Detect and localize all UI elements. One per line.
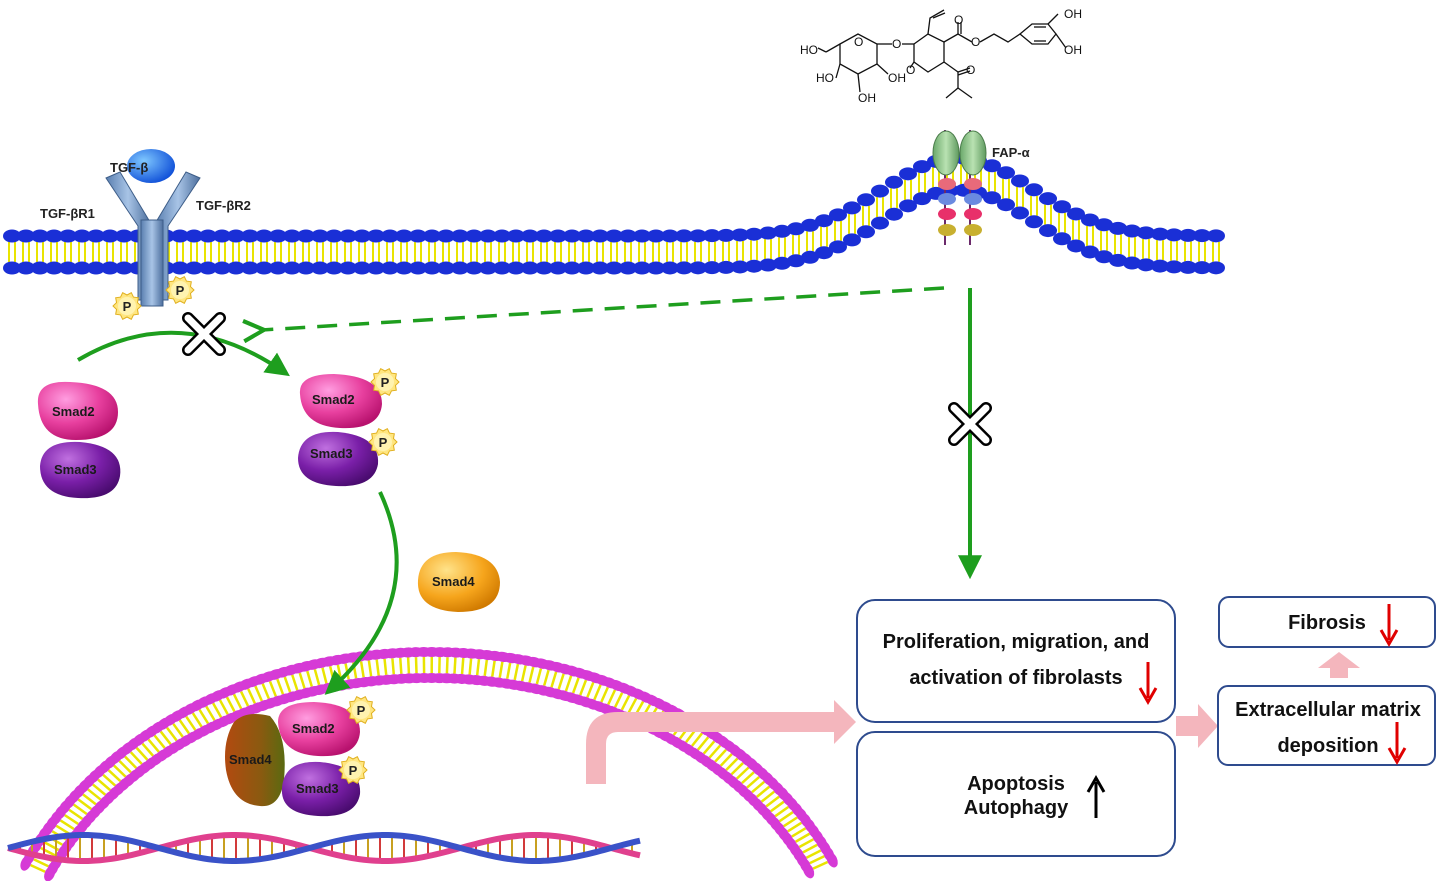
fibrosis-text: Fibrosis [1288, 612, 1366, 634]
compound-label: O [966, 63, 975, 77]
compound-label: O [906, 63, 915, 77]
phosphate-icon: P [166, 277, 194, 304]
compound-label: O [954, 13, 963, 27]
compound-structure [818, 10, 1066, 98]
phosphate-label: P [379, 435, 388, 450]
fap-alpha-label: FAP-α [992, 145, 1030, 160]
phosphate-label: P [123, 299, 132, 314]
smad3-label: Smad3 [54, 462, 97, 477]
autophagy-text: Autophagy [964, 797, 1069, 819]
cell-membrane [3, 152, 1225, 275]
compound-label: OH [1064, 43, 1082, 57]
smad2-label: Smad2 [292, 721, 335, 736]
proliferation-text-line1: Proliferation, migration, and [883, 631, 1150, 653]
inhibition-dashed-arrow [262, 288, 944, 330]
compound-label: O [971, 35, 980, 49]
tgf-beta-label: TGF-β [110, 160, 148, 175]
smad3-label: Smad3 [310, 446, 353, 461]
phosphate-label: P [357, 703, 366, 718]
phosphate-label: P [381, 375, 390, 390]
proliferation-box [857, 600, 1175, 722]
flow-arrow [1318, 652, 1360, 678]
smad2-label: Smad2 [312, 392, 355, 407]
tgf-beta-r1-label: TGF-βR1 [40, 206, 95, 221]
smad4-label: Smad4 [432, 574, 475, 589]
compound-label: OH [888, 71, 906, 85]
smad4-label: Smad4 [229, 752, 272, 767]
phosphate-icon: P [113, 293, 141, 320]
phosphorylation-arrow [78, 333, 284, 372]
phosphate-label: P [176, 283, 185, 298]
compound-labels: OH OH HO O O O O O HO OH OH O [800, 7, 1082, 105]
ecm-text-line2: deposition [1277, 735, 1378, 757]
compound-label: HO [816, 71, 834, 85]
dna-helix [8, 835, 640, 861]
compound-label: O [854, 35, 863, 49]
smad2-label: Smad2 [52, 404, 95, 419]
compound-label: O [892, 37, 901, 51]
proliferation-text-line2: activation of fibrolasts [909, 667, 1122, 689]
tgf-beta-r2-label: TGF-βR2 [196, 198, 251, 213]
compound-label: HO [800, 43, 818, 57]
apoptosis-text: Apoptosis [967, 773, 1065, 795]
phosphate-label: P [349, 763, 358, 778]
flow-arrow [1176, 704, 1218, 748]
compound-label: OH [1064, 7, 1082, 21]
ecm-text-line1: Extracellular matrix [1235, 699, 1421, 721]
compound-label: OH [858, 91, 876, 105]
smad3-label: Smad3 [296, 781, 339, 796]
